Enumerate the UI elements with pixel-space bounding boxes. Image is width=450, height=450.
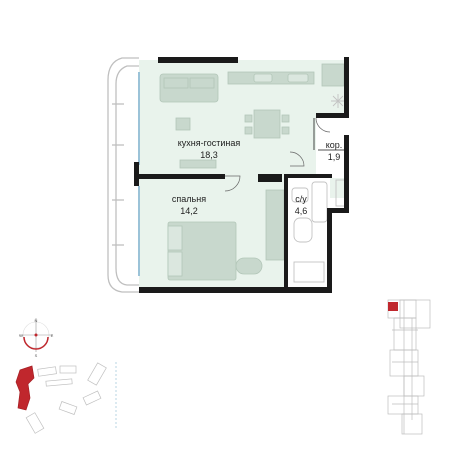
dining-table: [253, 109, 281, 139]
bathroom-fixtures: [291, 94, 347, 283]
coffee-table: [175, 117, 191, 131]
wall-segment: [284, 174, 332, 178]
room-name: кухня-гостиная: [178, 138, 241, 148]
compass-west: W: [19, 333, 23, 338]
room-area: 18,3: [200, 150, 218, 160]
wall-segment: [258, 174, 282, 182]
doors: [224, 117, 331, 192]
loggia: [107, 57, 139, 293]
bed: [167, 221, 237, 281]
wall-segment: [158, 57, 238, 63]
tv-stand: [179, 159, 217, 169]
nightstand: [235, 257, 263, 275]
wardrobe: [265, 189, 285, 261]
highlighted-building: [15, 365, 35, 411]
bathroom-floor: [287, 178, 330, 290]
bedroom-door: [224, 175, 241, 192]
site-plan: [15, 362, 117, 434]
room-area: 1,9: [328, 152, 341, 162]
wall-segment: [327, 208, 332, 292]
wall-segment: [316, 113, 349, 118]
key-plan: [387, 299, 431, 435]
corridor-floor: [316, 118, 348, 178]
room-area: 4,6: [295, 206, 308, 216]
room-name: спальня: [172, 194, 206, 204]
compass-east: E: [51, 333, 54, 338]
room-labels: кухня-гостиная 18,3 спальня 14,2 кор. 1,…: [172, 138, 342, 216]
walls: [134, 57, 349, 293]
wall-segment: [134, 162, 139, 186]
furniture: [159, 63, 345, 281]
wall-segment: [139, 174, 225, 179]
compass: N S W E: [19, 318, 54, 358]
wall-segment: [330, 208, 349, 213]
wall-segment: [344, 57, 349, 113]
compass-north: N: [35, 318, 38, 323]
wall-segment: [139, 287, 332, 293]
wall-segment: [344, 135, 349, 213]
corridor-wardrobe: [321, 63, 345, 87]
room-name: с/у: [295, 194, 307, 204]
room-name: кор.: [326, 140, 343, 150]
bathroom-door: [289, 151, 305, 167]
room-area: 14,2: [180, 206, 198, 216]
corridor-door: [315, 117, 331, 133]
current-apartment-marker: [388, 302, 398, 311]
compass-south: S: [35, 353, 38, 358]
wall-segment: [284, 178, 288, 290]
thin-walls: [313, 60, 349, 151]
